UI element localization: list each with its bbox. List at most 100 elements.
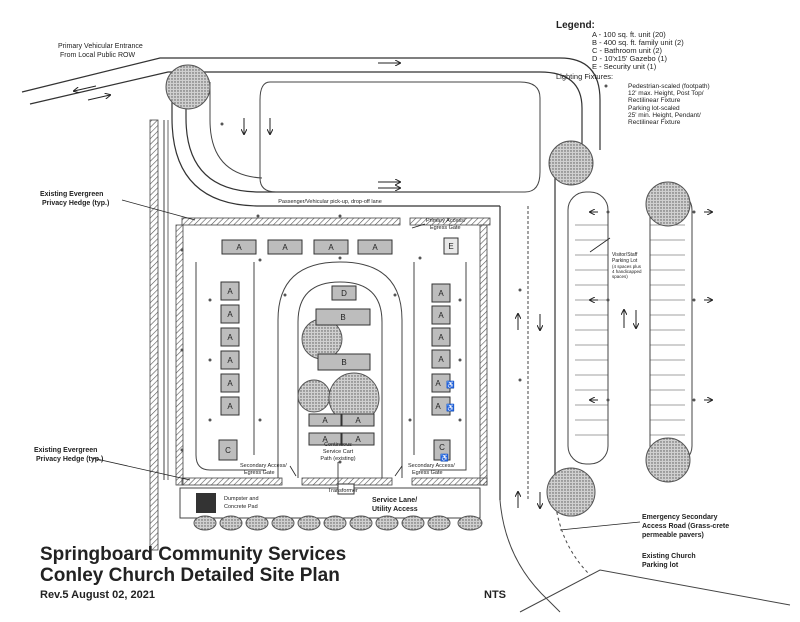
hedge-label-bottom: Existing Evergreen Privacy Hedge (typ.) bbox=[34, 447, 103, 463]
main-drive bbox=[499, 168, 556, 500]
svg-text:Concrete Pad: Concrete Pad bbox=[224, 504, 258, 510]
lighting-item: Rectilinear Fixture bbox=[628, 119, 681, 126]
page-subtitle: Conley Church Detailed Site Plan bbox=[40, 565, 340, 586]
svg-text:Primary Access/: Primary Access/ bbox=[426, 218, 466, 224]
svg-text:Emergency Secondary: Emergency Secondary bbox=[642, 514, 718, 521]
unit-a-label: A bbox=[435, 402, 441, 411]
unit-a-label: A bbox=[322, 416, 328, 425]
svg-text:Primary Vehicular Entrance: Primary Vehicular Entrance bbox=[58, 43, 143, 50]
page-title: Springboard Community Services bbox=[40, 544, 346, 565]
revision-date: Rev.5 August 02, 2021 bbox=[40, 589, 155, 601]
bathroom-units: C C ♿ bbox=[218, 439, 451, 462]
scale-note: NTS bbox=[484, 589, 506, 601]
svg-text:Existing Evergreen: Existing Evergreen bbox=[34, 447, 97, 454]
unit-b-label: B bbox=[341, 358, 346, 367]
accessible-icon: ♿ bbox=[446, 380, 455, 389]
parking-lot bbox=[567, 191, 693, 465]
svg-text:Continuous: Continuous bbox=[324, 442, 352, 448]
church-lot-label: Existing Church Parking lot bbox=[642, 553, 696, 569]
svg-text:Path (existing): Path (existing) bbox=[320, 456, 355, 462]
svg-text:Existing Evergreen: Existing Evergreen bbox=[40, 191, 103, 198]
unit-e-label: E bbox=[448, 242, 453, 251]
svg-text:Dumpster and: Dumpster and bbox=[224, 496, 259, 502]
entrance-road bbox=[21, 57, 601, 150]
svg-text:Visitor/Staff: Visitor/Staff bbox=[612, 252, 638, 258]
security-unit: E bbox=[443, 237, 459, 255]
svg-text:spaces): spaces) bbox=[612, 274, 628, 279]
title-block: Springboard Community Services Conley Ch… bbox=[40, 544, 506, 601]
gazebo-d-label: D bbox=[341, 289, 347, 298]
unit-c-label: C bbox=[439, 443, 445, 452]
unit-a-label: A bbox=[355, 416, 361, 425]
unit-a-label: A bbox=[438, 333, 444, 342]
unit-a-label: A bbox=[328, 243, 334, 252]
hedge-label-top: Existing Evergreen Privacy Hedge (typ.) bbox=[40, 191, 109, 207]
legend-item: D - 10'x15' Gazebo (1) bbox=[592, 54, 667, 63]
svg-text:Privacy Hedge (typ.): Privacy Hedge (typ.) bbox=[42, 200, 109, 207]
legend-item: C - Bathroom unit (2) bbox=[592, 46, 663, 55]
svg-text:4 handicapped: 4 handicapped bbox=[612, 269, 642, 274]
dumpster-label: Dumpster and Concrete Pad bbox=[224, 496, 259, 510]
unit-a-label: A bbox=[282, 243, 288, 252]
leader-lines bbox=[91, 199, 641, 531]
accessible-icon: ♿ bbox=[446, 403, 455, 412]
secondary-gate-right-label: Secondary Access/ Egress Gate bbox=[408, 463, 455, 476]
svg-text:Egress Gate: Egress Gate bbox=[430, 225, 461, 231]
unit-a-label: A bbox=[438, 289, 444, 298]
left-column-units: A A A A A A bbox=[220, 281, 240, 416]
unit-a-label: A bbox=[227, 287, 233, 296]
unit-a-label: A bbox=[355, 435, 361, 444]
unit-a-label: A bbox=[227, 333, 233, 342]
visitor-lot-label: Visitor/Staff Parking Lot (4 spaces plus… bbox=[612, 252, 642, 279]
lighting-item: Parking lot-scaled bbox=[628, 105, 680, 112]
svg-text:(4 spaces plus: (4 spaces plus bbox=[612, 264, 642, 269]
unit-a-label: A bbox=[438, 355, 444, 364]
center-units: D B B A A A A bbox=[308, 285, 375, 446]
legend-title: Legend: bbox=[556, 20, 595, 31]
svg-text:Parking lot: Parking lot bbox=[642, 562, 679, 569]
unit-a-label: A bbox=[236, 243, 242, 252]
accessible-icon: ♿ bbox=[440, 453, 449, 462]
svg-text:Existing Church: Existing Church bbox=[642, 553, 696, 560]
svg-text:Parking Lot: Parking Lot bbox=[612, 258, 638, 264]
svg-text:Secondary Access/: Secondary Access/ bbox=[240, 463, 287, 469]
lighting-item: Pedestrian-scaled (footpath) bbox=[628, 83, 710, 90]
primary-gate-label: Primary Access/ Egress Gate bbox=[426, 218, 466, 231]
svg-text:Secondary Access/: Secondary Access/ bbox=[408, 463, 455, 469]
right-column-units: A A A A A A ♿ ♿ bbox=[431, 283, 455, 416]
unit-a-label: A bbox=[227, 310, 233, 319]
unit-a-label: A bbox=[438, 311, 444, 320]
unit-a-label: A bbox=[435, 379, 441, 388]
privacy-hedge bbox=[149, 119, 491, 551]
svg-text:Privacy Hedge (typ.): Privacy Hedge (typ.) bbox=[36, 456, 103, 463]
lighting-item: Rectilinear Fixture bbox=[628, 97, 681, 104]
legend: Legend: A - 100 sq. ft. unit (20) B - 40… bbox=[556, 20, 710, 126]
dropoff-lane-label: Passenger/Vehicular pick-up, drop-off la… bbox=[278, 199, 382, 205]
transformer-label: Transformer bbox=[328, 488, 358, 494]
unit-a-label: A bbox=[227, 379, 233, 388]
service-lane-label: Service Lane/ Utility Access bbox=[372, 497, 418, 513]
legend-item: A - 100 sq. ft. unit (20) bbox=[592, 30, 666, 39]
svg-text:permeable pavers): permeable pavers) bbox=[642, 532, 704, 539]
lighting-title: Lighting Fixtures: bbox=[556, 72, 613, 81]
legend-item: E - Security unit (1) bbox=[592, 62, 657, 71]
unit-a-label: A bbox=[227, 356, 233, 365]
secondary-gate-left-label: Secondary Access/ Egress Gate bbox=[240, 463, 287, 476]
lighting-item: 25' min. Height, Pendant/ bbox=[628, 112, 701, 119]
unit-c-label: C bbox=[225, 446, 231, 455]
top-row-units: A A A A bbox=[221, 239, 393, 255]
unit-a-label: A bbox=[227, 402, 233, 411]
svg-text:Egress Gate: Egress Gate bbox=[412, 470, 443, 476]
svg-text:Service Cart: Service Cart bbox=[323, 449, 354, 455]
entrance-label: Primary Vehicular Entrance From Local Pu… bbox=[58, 43, 143, 59]
lighting-item: 12' max. Height, Post Top/ bbox=[628, 90, 704, 97]
traffic-arrows bbox=[74, 63, 712, 508]
trees bbox=[165, 64, 691, 517]
unit-a-label: A bbox=[322, 435, 328, 444]
light-fixtures bbox=[180, 122, 696, 464]
cart-path-label: Continuous Service Cart Path (existing) bbox=[320, 442, 355, 462]
emergency-road-label: Emergency Secondary Access Road (Grass-c… bbox=[642, 514, 729, 539]
unit-b-label: B bbox=[340, 313, 345, 322]
svg-text:From Local Public ROW: From Local Public ROW bbox=[60, 52, 135, 59]
